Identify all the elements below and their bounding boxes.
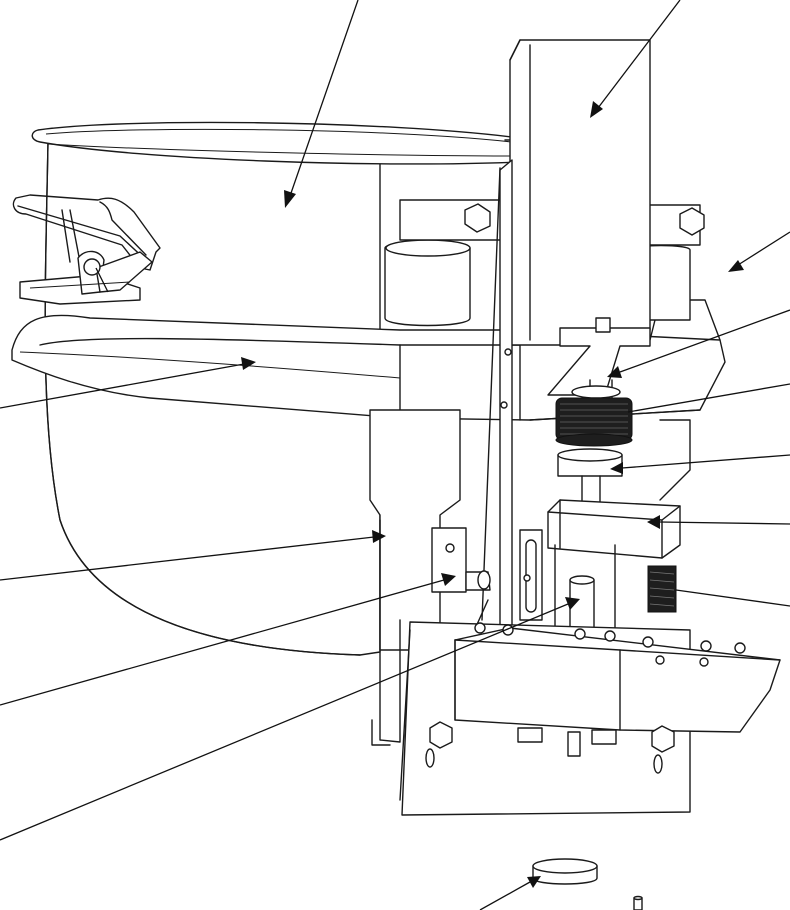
arm-boss [384,139,705,327]
pin [633,895,643,910]
compression-spring [647,565,677,613]
leader-pulley [627,383,790,413]
flange-bolts [474,622,746,667]
leader-collar [610,454,790,474]
leader-slide-block [647,515,790,529]
leader-spring [675,589,790,607]
lift-shaft [519,529,616,641]
leader-side-rod [728,231,790,272]
base-plate [399,621,781,816]
leader-rubber-foot [479,876,541,910]
leader-guide-plate [590,0,681,118]
leader-bearing-bracket [607,309,790,378]
rubber-foot [532,858,598,885]
leader-lift-column [0,530,386,581]
clamp-screw [431,527,491,593]
collar [557,448,623,511]
leader-support-arm [0,357,256,409]
leader-clamp-screw [0,573,456,706]
bowl-latch-clamp [19,250,153,305]
slide-block [547,499,681,559]
leader-lift-shaft [0,597,580,841]
leader-bowl [284,0,359,208]
drive-pulley [555,379,633,447]
leader-latch [95,267,109,293]
